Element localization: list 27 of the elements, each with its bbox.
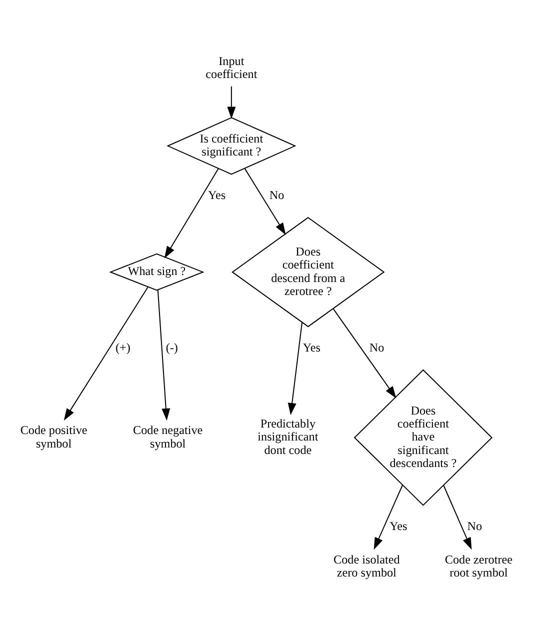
- edge-label: Yes: [208, 188, 226, 202]
- edge-label: No: [369, 340, 384, 354]
- arrow: [157, 289, 170, 420]
- node-text: Code zerotree root symbol: [444, 552, 512, 579]
- arrow: [288, 322, 303, 415]
- edge-label: No: [467, 518, 482, 533]
- edge-label: (+): [115, 340, 130, 354]
- arrow: [443, 484, 472, 550]
- edge-label: No: [269, 188, 284, 202]
- node-text: Code negative symbol: [133, 422, 203, 450]
- node-diamond: Does coefficient descend from a zerotree ?: [232, 216, 385, 327]
- node-text: Code isolated zero symbol: [334, 552, 400, 579]
- arrow: [244, 168, 286, 234]
- arrow: [332, 308, 396, 398]
- node-text: Input coefficient: [206, 53, 258, 80]
- edge-label: (-): [166, 340, 178, 354]
- node-diamond: Does coefficient have significant descendants ?: [354, 368, 493, 506]
- arrow: [64, 286, 148, 420]
- edge-label: Yes: [390, 518, 408, 533]
- arrow: [227, 86, 236, 118]
- arrow: [374, 484, 403, 550]
- node-text: Code positive symbol: [20, 422, 88, 450]
- edge-label: Yes: [302, 340, 320, 354]
- arrow: [164, 168, 219, 258]
- node-diamond: What sign ?: [109, 252, 204, 290]
- node-text: Predictably insignificant dont code: [258, 416, 318, 456]
- node-diamond: Is coefficient significant ?: [166, 116, 296, 174]
